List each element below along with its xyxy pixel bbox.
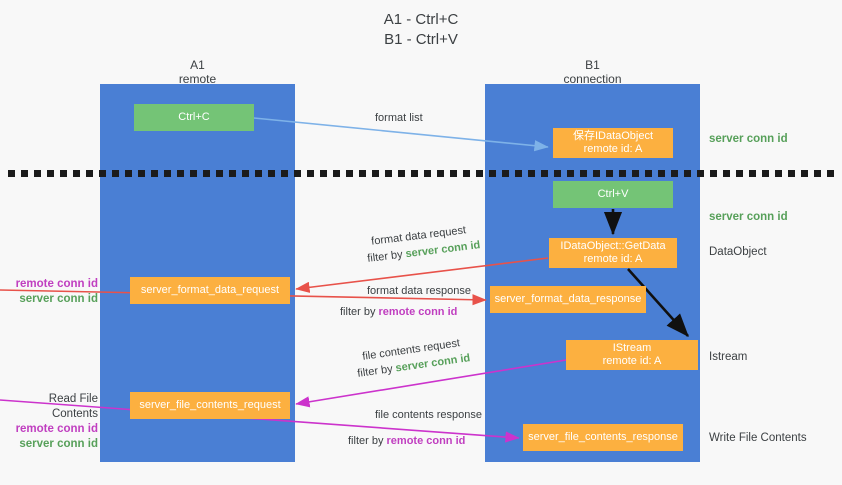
node-getdata-line2: remote id: A	[583, 253, 643, 265]
node-istream[interactable]: IStream remote id: A	[566, 340, 698, 370]
column-a1-sub: remote	[178, 72, 217, 86]
node-server-format-data-request[interactable]: server_format_data_request	[130, 277, 290, 304]
node-save-dataobject-line1: 保存IDataObject	[572, 130, 654, 142]
page-title: A1 - Ctrl+C B1 - Ctrl+V	[0, 10, 842, 50]
annotation-istream: Istream	[709, 351, 748, 363]
annotation-remote-conn-id-bottom: remote conn id	[15, 423, 98, 435]
node-getdata-line1: IDataObject::GetData	[560, 240, 666, 252]
node-ctrl-c-label: Ctrl+C	[178, 111, 210, 123]
edge-label-format-data-response-filter: filter by remote conn id	[340, 305, 457, 320]
node-server-file-contents-response[interactable]: server_file_contents_response	[523, 424, 683, 451]
annotation-dataobject: DataObject	[709, 246, 767, 258]
annotation-group-bottom: Read File Contents remote conn id server…	[8, 392, 98, 452]
annotation-read-file-contents: Read File Contents	[48, 393, 98, 420]
node-server-file-contents-response-label: server_file_contents_response	[528, 431, 678, 443]
node-save-dataobject[interactable]: 保存IDataObject remote id: A	[553, 128, 673, 158]
node-server-file-contents-request[interactable]: server_file_contents_request	[130, 392, 290, 419]
filter-value-remote-conn-id: remote conn id	[378, 306, 458, 318]
annotation-group-middle: remote conn id server conn id	[8, 277, 98, 307]
node-server-format-data-response-label: server_format_data_response	[494, 293, 642, 305]
annotation-server-conn-id-middle: server conn id	[19, 293, 98, 305]
annotation-server-conn-id-bottom: server conn id	[19, 438, 98, 450]
column-header-a1: A1 remote	[100, 58, 295, 86]
title-line-1: A1 - Ctrl+C	[383, 11, 459, 28]
node-getdata[interactable]: IDataObject::GetData remote id: A	[549, 238, 677, 268]
column-header-b1: B1 connection	[485, 58, 700, 86]
annotation-write-file-contents: Write File Contents	[709, 432, 807, 444]
node-istream-line2: remote id: A	[602, 355, 662, 367]
edge-label-format-data-response: format data response	[367, 285, 471, 297]
annotation-server-conn-id-second: server conn id	[709, 211, 788, 223]
edge-label-file-contents-response-filter: filter by remote conn id	[348, 434, 465, 449]
node-ctrl-c[interactable]: Ctrl+C	[134, 104, 254, 131]
annotation-remote-conn-id-middle: remote conn id	[15, 278, 98, 290]
column-a1-name: A1	[190, 58, 205, 72]
node-save-dataobject-line2: remote id: A	[583, 143, 643, 155]
filter-prefix: filter by	[340, 306, 379, 318]
node-server-format-data-response[interactable]: server_format_data_response	[490, 286, 646, 313]
edge-label-format-list: format list	[375, 112, 423, 124]
title-line-2: B1 - Ctrl+V	[384, 31, 458, 48]
annotation-server-conn-id-top: server conn id	[709, 133, 788, 145]
filter-prefix: filter by	[366, 248, 407, 265]
node-server-file-contents-request-label: server_file_contents_request	[139, 399, 281, 411]
filter-prefix: filter by	[348, 435, 387, 447]
filter-value-remote-conn-id: remote conn id	[386, 435, 466, 447]
column-b1-name: B1	[585, 58, 600, 72]
filter-prefix: filter by	[356, 362, 397, 380]
node-istream-line1: IStream	[612, 342, 652, 354]
phase-divider	[8, 170, 836, 177]
column-b1-sub: connection	[563, 72, 622, 86]
node-ctrl-v-label: Ctrl+V	[597, 188, 629, 200]
node-ctrl-v[interactable]: Ctrl+V	[553, 181, 673, 208]
edge-label-file-contents-response: file contents response	[375, 409, 483, 421]
node-server-format-data-request-label: server_format_data_request	[140, 284, 280, 296]
